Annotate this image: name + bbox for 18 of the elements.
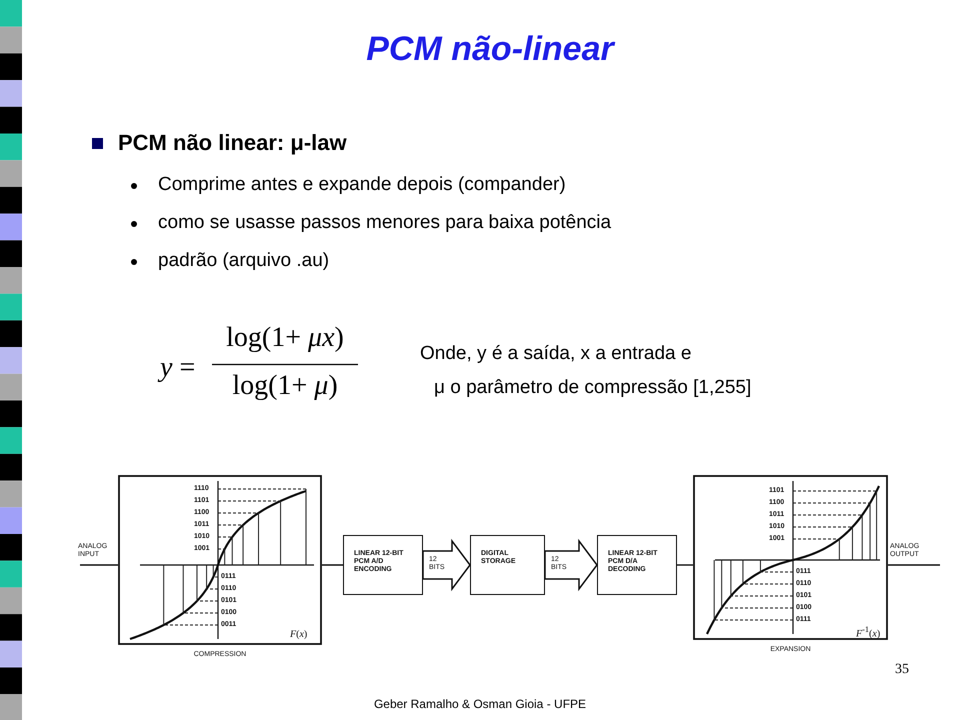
signal-line [677, 564, 693, 566]
bullet-text: Comprime antes e expande depois (compander) [158, 174, 566, 196]
function-label: F$^{-1}$(x) [856, 624, 880, 640]
bullet-text: como se usasse passos menores para baixa potência [158, 212, 612, 234]
bullet-heading: PCM não linear: μ-law [118, 130, 347, 156]
signal-line [80, 564, 118, 566]
formula-text: log(1+ μx) [225, 322, 345, 354]
page-number: 35 [895, 662, 909, 678]
formula-text: log(1+ μ) [231, 370, 339, 402]
function-label: F(x) [290, 629, 308, 641]
formula-text: y = [160, 352, 196, 384]
note-text: μ o parâmetro de compressão [1,255] [434, 377, 752, 399]
note-text: Onde, y é a saída, x a entrada e [420, 343, 692, 365]
signal-line [888, 564, 940, 566]
signal-line [322, 564, 343, 566]
slide-title: PCM não-linear [365, 30, 616, 69]
footer-text: Geber Ramalho & Osman Gioia - UFPE [372, 697, 588, 711]
bullet-text: padrão (arquivo .au) [158, 250, 330, 272]
